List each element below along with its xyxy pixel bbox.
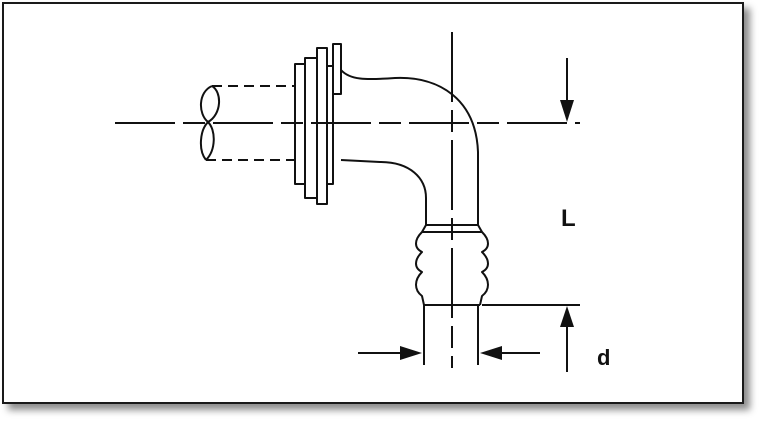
flange-plate-2 bbox=[316, 47, 328, 205]
pipe-break-end-inner bbox=[200, 85, 220, 161]
dim-d-left-arrowhead bbox=[400, 346, 422, 360]
corrugated-coupling-left bbox=[415, 224, 427, 306]
corrugated-coupling-right bbox=[477, 224, 489, 306]
flange-nut bbox=[326, 65, 334, 185]
label-L: L bbox=[561, 205, 576, 232]
label-d: d bbox=[597, 345, 610, 370]
dim-L-arrowhead bbox=[560, 100, 574, 122]
elbow-body bbox=[340, 69, 479, 225]
dim-d-up-arrowhead bbox=[560, 306, 574, 327]
flange-collar bbox=[332, 43, 342, 95]
flange-plate-1 bbox=[304, 57, 318, 199]
figure-frame bbox=[2, 2, 744, 404]
dim-d-right-arrowhead bbox=[480, 346, 502, 360]
